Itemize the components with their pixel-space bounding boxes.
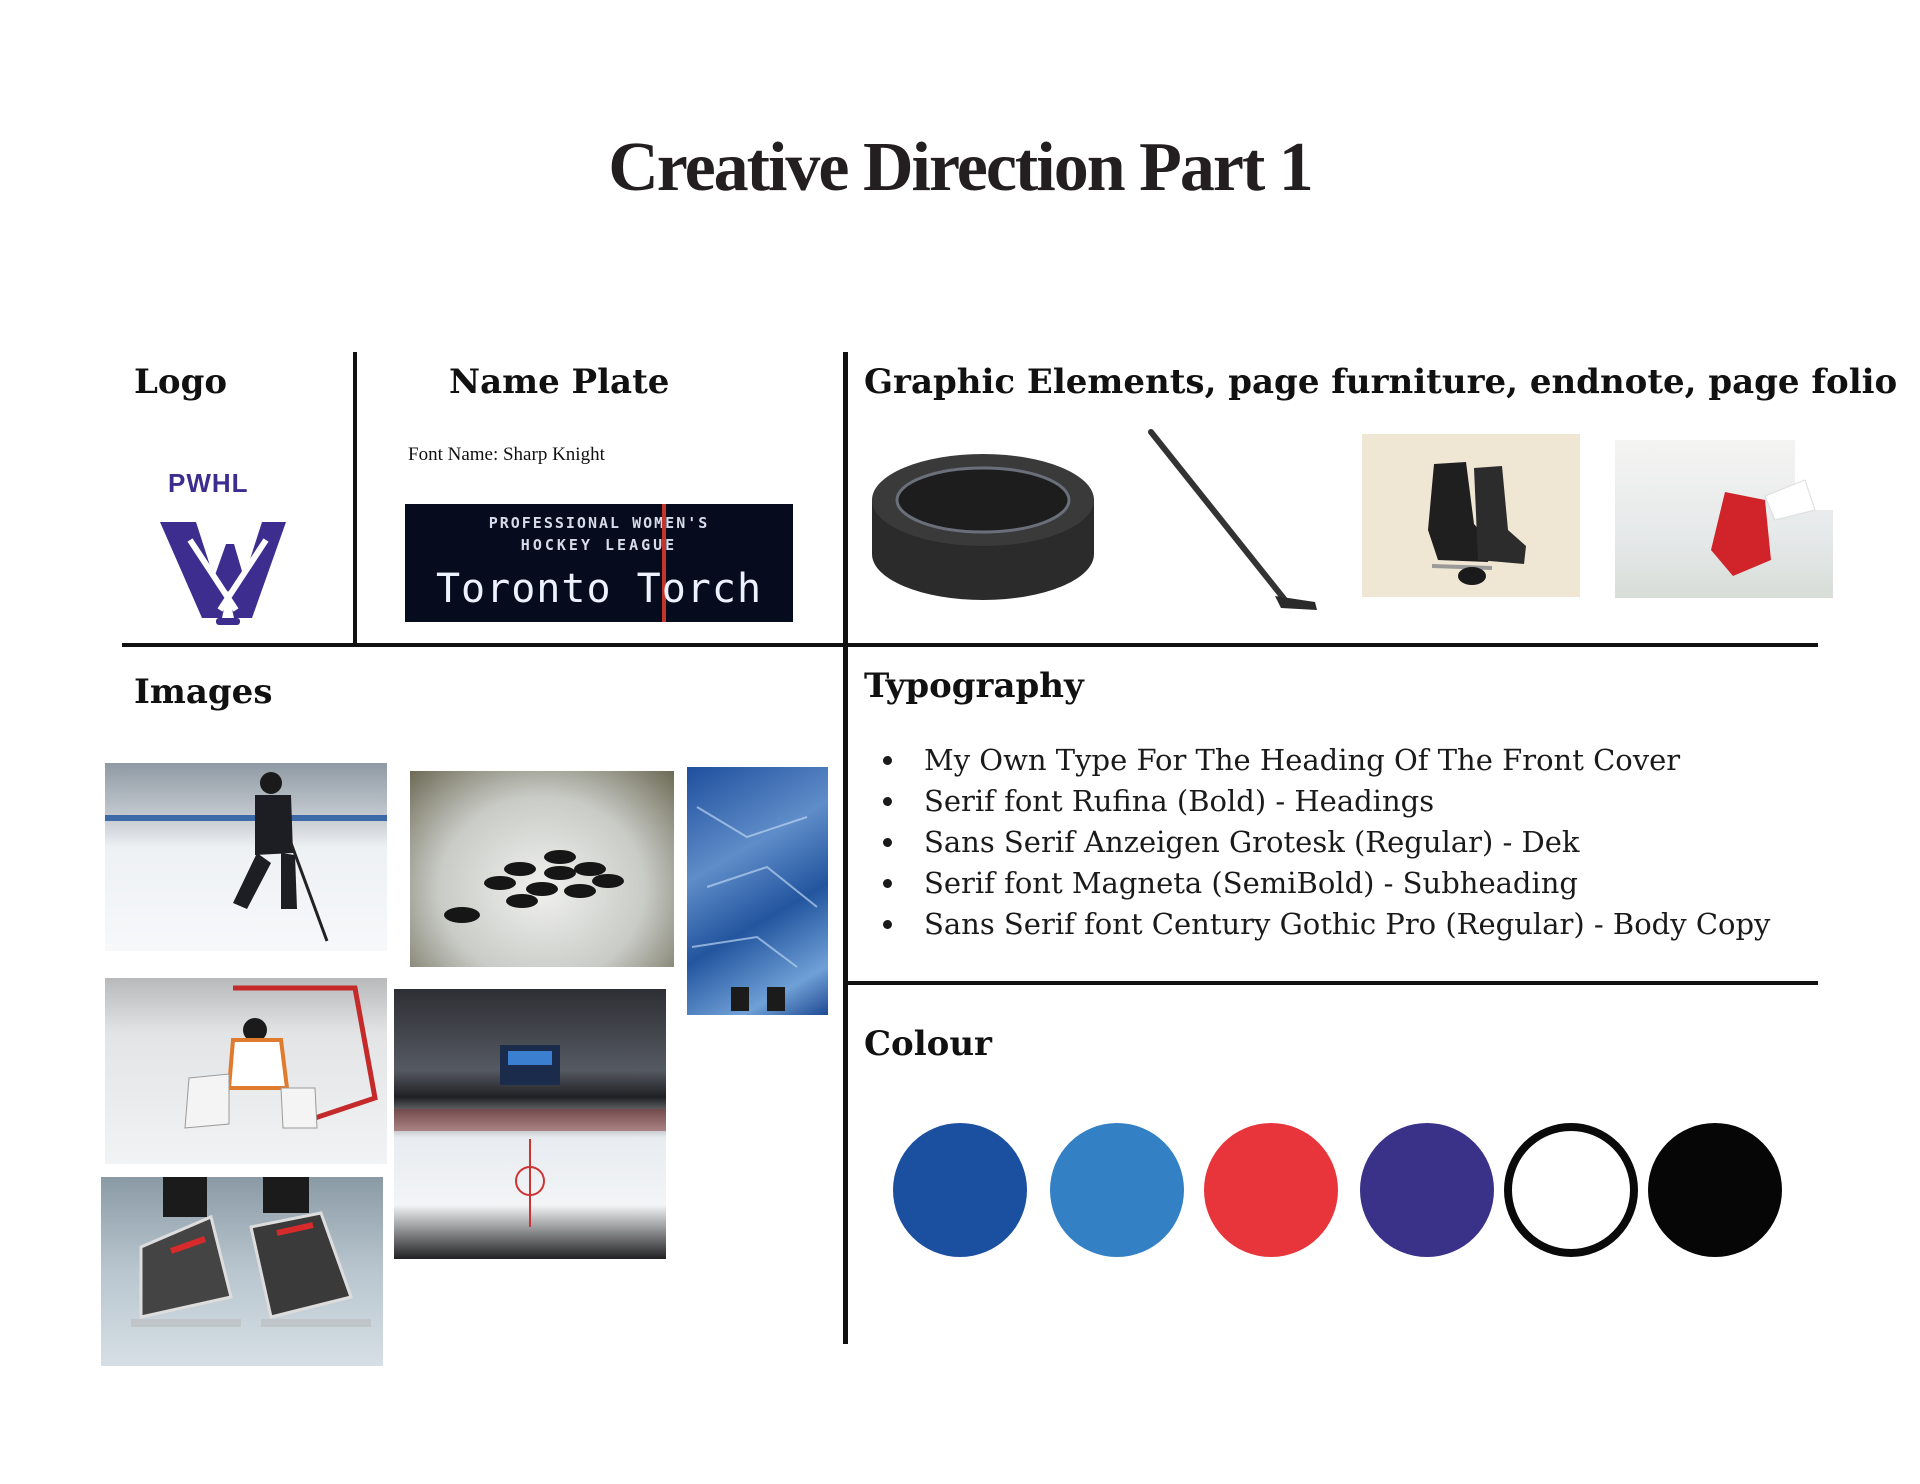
image-ice-texture xyxy=(687,767,828,1015)
divider-vertical-main xyxy=(843,352,848,1344)
colour-swatch xyxy=(1504,1123,1638,1257)
skates-illustration xyxy=(1362,434,1580,597)
colour-heading: Colour xyxy=(864,1024,992,1064)
divider-horizontal-right xyxy=(846,643,1818,647)
nameplate-heading: Name Plate xyxy=(449,362,670,402)
nameplate-banner: PROFESSIONAL WOMEN'S HOCKEY LEAGUE Toron… xyxy=(405,504,793,622)
pwhl-logo-text: PWHL xyxy=(168,468,249,498)
typography-item: Sans Serif font Century Gothic Pro (Regu… xyxy=(908,904,1770,945)
image-skates-closeup xyxy=(101,1177,383,1366)
image-goalie xyxy=(105,978,387,1164)
colour-swatch xyxy=(1360,1123,1494,1257)
graphics-heading: Graphic Elements, page furniture, endnot… xyxy=(864,362,1898,402)
colour-swatch xyxy=(1204,1123,1338,1257)
banner-title: Toronto Torch xyxy=(435,566,763,612)
pwhl-logo: PWHL xyxy=(158,462,298,632)
banner-line1: PROFESSIONAL WOMEN'S xyxy=(488,514,710,532)
image-arena xyxy=(394,989,666,1259)
tower-icon xyxy=(662,504,666,622)
puck-graphic xyxy=(872,454,1094,600)
images-heading: Images xyxy=(134,672,273,712)
colour-swatch xyxy=(1648,1123,1782,1257)
divider-horizontal-colour xyxy=(846,981,1818,985)
banner-line2: HOCKEY LEAGUE xyxy=(520,536,678,554)
pwhl-w-icon xyxy=(160,522,286,625)
typography-list: My Own Type For The Heading Of The Front… xyxy=(868,740,1770,945)
glove-photo xyxy=(1615,440,1833,598)
typography-item: Sans Serif Anzeigen Grotesk (Regular) - … xyxy=(908,822,1770,863)
hockey-stick-graphic xyxy=(1148,429,1317,610)
colour-swatch xyxy=(1050,1123,1184,1257)
typography-item: Serif font Magneta (SemiBold) - Subheadi… xyxy=(908,863,1770,904)
typography-heading: Typography xyxy=(864,666,1084,706)
page-title: Creative Direction Part 1 xyxy=(608,129,1314,206)
font-name-note: Font Name: Sharp Knight xyxy=(408,444,605,465)
colour-swatch xyxy=(893,1123,1027,1257)
typography-item: My Own Type For The Heading Of The Front… xyxy=(908,740,1770,781)
typography-item: Serif font Rufina (Bold) - Headings xyxy=(908,781,1770,822)
image-player-skating xyxy=(105,763,387,951)
image-pucks-on-ice xyxy=(410,771,674,967)
logo-heading: Logo xyxy=(134,362,228,402)
divider-vertical-logo xyxy=(353,352,357,646)
divider-horizontal-left xyxy=(122,643,846,647)
